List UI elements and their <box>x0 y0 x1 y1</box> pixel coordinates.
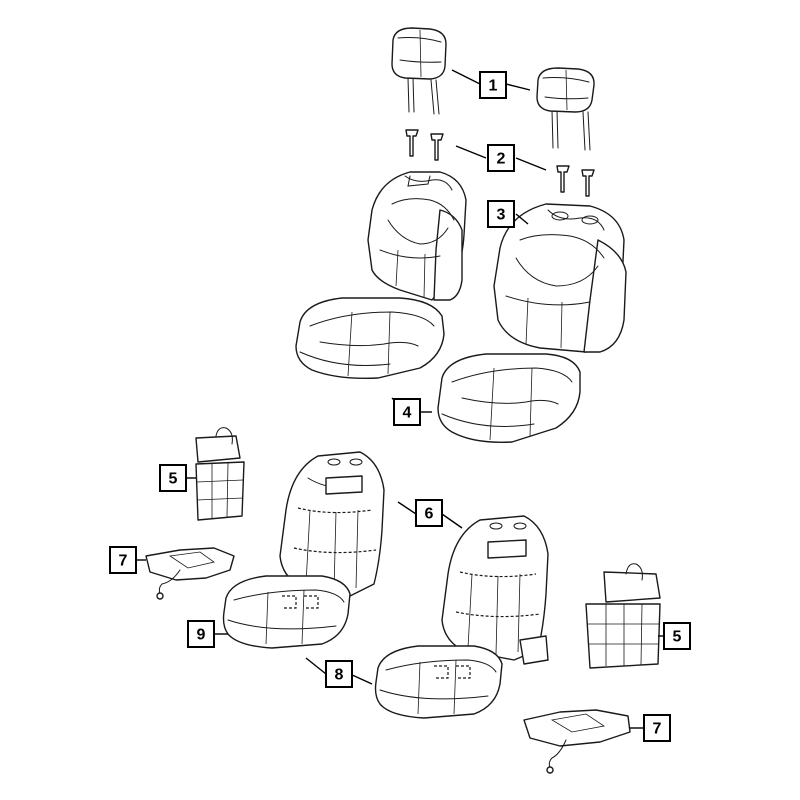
seat-back-right <box>493 203 627 353</box>
callout-2: 2 <box>487 144 515 172</box>
svg-text:9: 9 <box>197 627 206 644</box>
callout-9: 9 <box>187 620 215 648</box>
headrest-guides-left <box>405 129 444 161</box>
harness-right <box>523 709 631 774</box>
svg-text:5: 5 <box>169 471 178 488</box>
headrest-guides-right <box>556 165 595 197</box>
heater-pad-left <box>195 427 245 521</box>
svg-text:4: 4 <box>403 405 412 422</box>
svg-text:7: 7 <box>119 553 128 570</box>
cushion-pad-left <box>222 575 351 649</box>
seat-cushion-right <box>437 353 581 443</box>
callout-5-right: 5 <box>663 622 691 650</box>
headrest-left <box>391 27 447 115</box>
seat-cushion-left <box>295 297 445 379</box>
callout-8: 8 <box>325 660 353 688</box>
callout-5-left: 5 <box>159 464 187 492</box>
headrest-right <box>536 67 595 151</box>
seat-back-left <box>367 171 467 301</box>
svg-text:8: 8 <box>335 667 344 684</box>
svg-text:6: 6 <box>425 506 434 523</box>
seat-back-frame-right <box>441 515 549 665</box>
svg-text:3: 3 <box>497 207 506 224</box>
svg-text:5: 5 <box>673 629 682 646</box>
callout-7-right: 7 <box>643 714 671 742</box>
seat-back-frame-left <box>279 451 385 597</box>
callout-6: 6 <box>415 499 443 527</box>
callout-7-left: 7 <box>109 546 137 574</box>
callout-4: 4 <box>393 398 421 426</box>
svg-text:1: 1 <box>489 78 498 95</box>
harness-left <box>145 547 235 600</box>
svg-text:7: 7 <box>653 721 662 738</box>
cushion-pad-right <box>374 645 503 719</box>
heater-pad-right <box>585 563 661 669</box>
callout-3: 3 <box>487 200 515 228</box>
svg-text:2: 2 <box>497 151 506 168</box>
callout-1: 1 <box>479 71 507 99</box>
